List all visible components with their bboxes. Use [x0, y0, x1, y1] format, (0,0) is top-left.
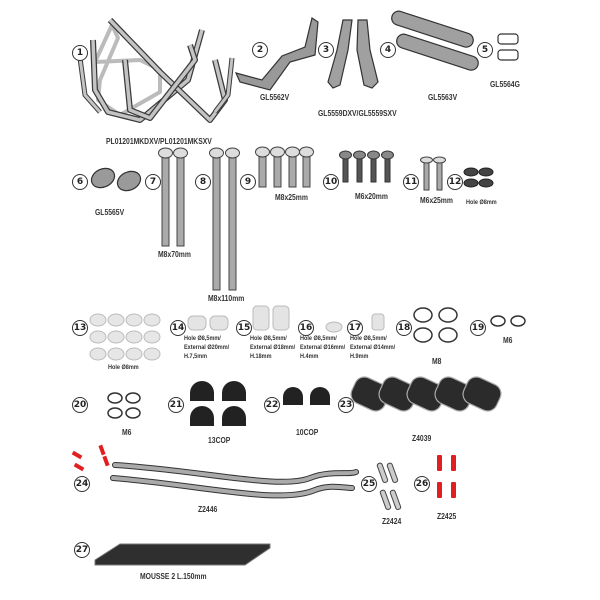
part-label-20: M6	[122, 428, 132, 437]
part-label-23: Z4039	[412, 434, 432, 443]
frame-drawing	[77, 17, 235, 123]
part-label-22: 10COP	[296, 428, 319, 437]
part-number-8: 8	[195, 174, 211, 190]
part-number-11: 11	[403, 174, 419, 190]
part-number-14: 14	[170, 320, 186, 336]
part-number-1: 1	[72, 45, 88, 61]
part-number-13: 13	[72, 320, 88, 336]
part-label-16: Hole Ø8,5mm/ External Ø16mm/ H.4mm	[300, 335, 346, 360]
part-label-13: Hole Ø8mm	[108, 364, 139, 371]
part-number-22: 22	[264, 397, 280, 413]
part-number-10: 10	[323, 174, 339, 190]
part-number-12: 12	[447, 174, 463, 190]
part-label-4: GL5563V	[428, 93, 458, 102]
part-label-15: Hole Ø8,5mm/ External Ø18mm/ H.18mm	[250, 335, 296, 360]
part-label-3: GL5559DXV/GL5559SXV	[318, 109, 397, 118]
part-label-27: MOUSSE 2 L.150mm	[140, 572, 207, 581]
part-label-17: Hole Ø8,5mm/ External Ø14mm/ H.9mm	[350, 335, 396, 360]
part-number-9: 9	[240, 174, 256, 190]
part-number-17: 17	[347, 320, 363, 336]
part-label-6: GL5565V	[95, 208, 125, 217]
part-number-27: 27	[74, 542, 90, 558]
part-number-2: 2	[252, 42, 268, 58]
part-label-5: GL5564G	[490, 80, 520, 89]
part-label-7: M8x70mm	[158, 250, 191, 259]
part-label-26: Z2425	[437, 512, 457, 521]
part-number-21: 21	[168, 397, 184, 413]
part-label-25: Z2424	[382, 517, 402, 526]
part-label-19: M6	[503, 336, 513, 345]
part-number-15: 15	[236, 320, 252, 336]
part-number-20: 20	[72, 397, 88, 413]
part-label-18: M8	[432, 357, 442, 366]
part-label-14: Hole Ø8,5mm/ External Ø20mm/ H.7,5mm	[184, 335, 230, 360]
part-number-23: 23	[338, 397, 354, 413]
part-number-4: 4	[380, 42, 396, 58]
part-number-5: 5	[477, 42, 493, 58]
part-label-9: M8x25mm	[275, 193, 308, 202]
part-label-24: Z2446	[198, 505, 218, 514]
part-label-8: M8x110mm	[208, 294, 245, 303]
part-label-1: PL01201MKDXV/PL01201MKSXV	[106, 137, 212, 146]
part-number-7: 7	[145, 174, 161, 190]
part-number-19: 19	[470, 320, 486, 336]
part-label-12: Hole Ø8mm	[466, 199, 497, 206]
part-label-2: GL5562V	[260, 93, 290, 102]
part-number-25: 25	[361, 476, 377, 492]
part-number-26: 26	[414, 476, 430, 492]
part-label-21: 13COP	[208, 436, 231, 445]
part-number-6: 6	[72, 174, 88, 190]
part-label-11: M6x25mm	[420, 196, 453, 205]
part-number-3: 3	[318, 42, 334, 58]
part-number-16: 16	[298, 320, 314, 336]
part-label-10: M6x20mm	[355, 192, 388, 201]
part-number-24: 24	[74, 476, 90, 492]
part-number-18: 18	[396, 320, 412, 336]
